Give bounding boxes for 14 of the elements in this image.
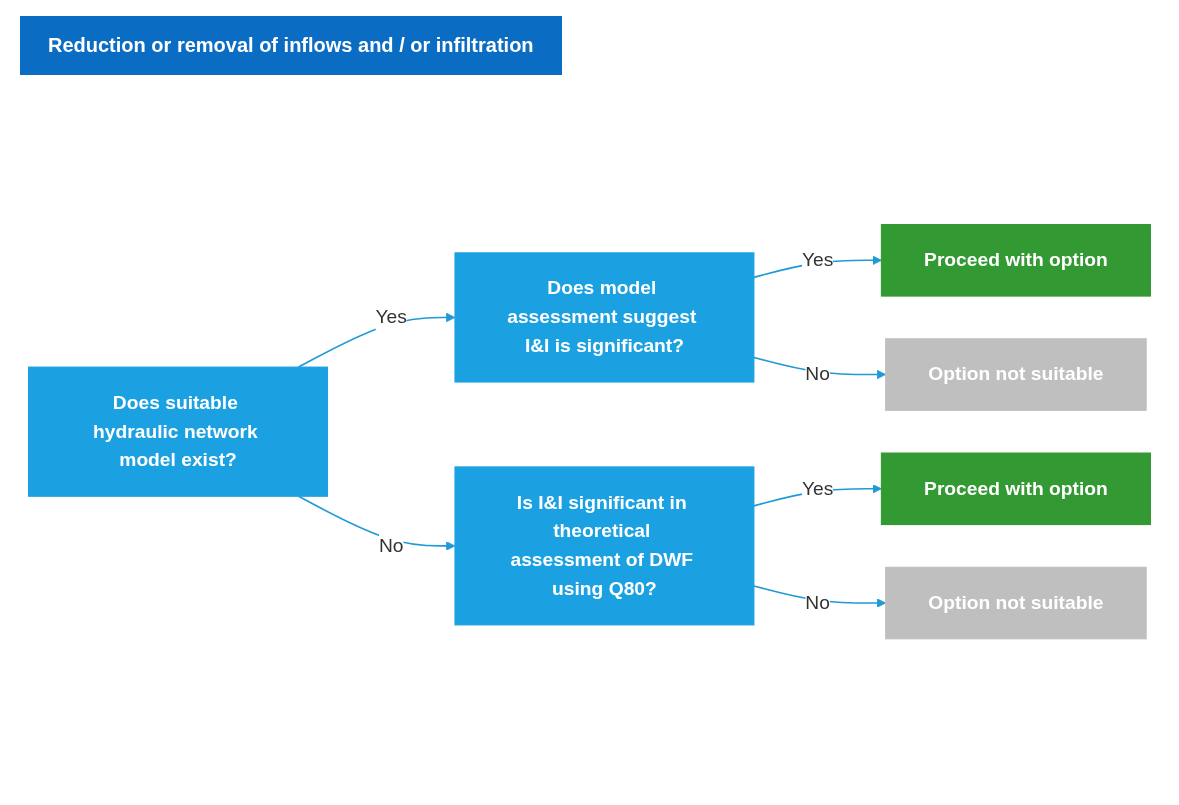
node-box: Option not suitable [885,338,1147,412]
node-box: Does model assessment suggest I&I is significant? [454,252,755,383]
title-banner: Reduction or removal of inflows and / or infiltration [20,16,562,75]
edge-label: No [805,363,830,386]
edge-label: No [378,535,404,557]
node-box: Does suitable hydraulic network model exist? [28,366,329,498]
edge-label: Yes [801,477,834,500]
edge-label: Yes [375,306,407,328]
edge-label: Yes [801,249,834,271]
node-box: Option not suitable [885,567,1147,640]
node-box: Is I&I significant in theoretical assessment of DWF using Q80? [454,466,755,626]
node-box: Proceed with option [880,224,1151,297]
node-box: Proceed with option [880,452,1151,526]
edge-label: No [805,592,830,614]
